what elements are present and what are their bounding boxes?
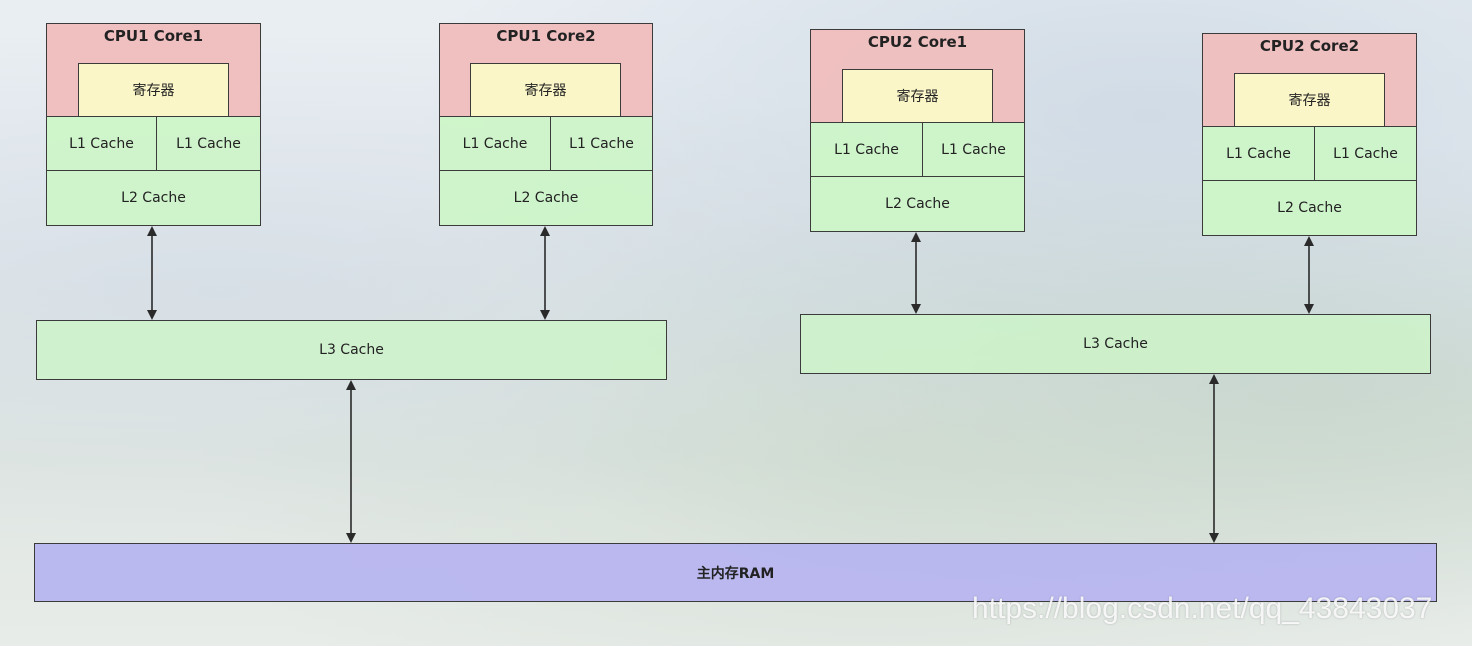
- l1-cache-box: L1 Cache: [550, 116, 653, 171]
- l1-cache-label: L1 Cache: [834, 141, 899, 158]
- l1-cache-label: L1 Cache: [941, 141, 1006, 158]
- l1-cache-box: L1 Cache: [810, 122, 923, 177]
- l3-cache-cpu2: L3 Cache: [800, 314, 1431, 374]
- core-title: CPU2 Core2: [1259, 37, 1360, 55]
- ram-label: 主内存RAM: [696, 565, 775, 582]
- l1-cache-label: L1 Cache: [69, 135, 134, 152]
- core-title: CPU1 Core1: [103, 27, 204, 45]
- l2-cache-box: L2 Cache: [810, 176, 1025, 232]
- register-label: 寄存器: [896, 89, 939, 105]
- l2-cache-label: L2 Cache: [885, 196, 950, 212]
- l2-cache-label: L2 Cache: [1277, 200, 1342, 216]
- register-label: 寄存器: [1288, 93, 1331, 109]
- l1-cache-box: L1 Cache: [439, 116, 551, 171]
- l1-cache-label: L1 Cache: [569, 135, 634, 152]
- l3-cache-cpu1: L3 Cache: [36, 320, 667, 380]
- l2-cache-box: L2 Cache: [46, 170, 261, 226]
- l2-cache-box: L2 Cache: [1202, 180, 1417, 236]
- register-box: 寄存器: [842, 69, 993, 123]
- core-title: CPU2 Core1: [867, 33, 968, 51]
- l1-cache-box: L1 Cache: [156, 116, 261, 171]
- l3-cache-label: L3 Cache: [319, 342, 384, 358]
- main-memory-ram: 主内存RAM: [34, 543, 1437, 602]
- l3-cache-label: L3 Cache: [1083, 336, 1148, 352]
- l1-cache-box: L1 Cache: [922, 122, 1025, 177]
- core-title: CPU1 Core2: [496, 27, 596, 45]
- register-label: 寄存器: [524, 83, 567, 99]
- register-label: 寄存器: [132, 83, 175, 99]
- register-box: 寄存器: [470, 63, 621, 117]
- l1-cache-box: L1 Cache: [46, 116, 157, 171]
- l1-cache-box: L1 Cache: [1314, 126, 1417, 181]
- l1-cache-label: L1 Cache: [1333, 145, 1398, 162]
- l1-cache-label: L1 Cache: [176, 135, 241, 152]
- l2-cache-box: L2 Cache: [439, 170, 653, 226]
- l1-cache-label: L1 Cache: [1226, 145, 1291, 162]
- l2-cache-label: L2 Cache: [121, 190, 186, 206]
- watermark-url: https://blog.csdn.net/qq_43843037: [972, 592, 1433, 625]
- l2-cache-label: L2 Cache: [513, 190, 579, 206]
- l1-cache-label: L1 Cache: [462, 135, 528, 152]
